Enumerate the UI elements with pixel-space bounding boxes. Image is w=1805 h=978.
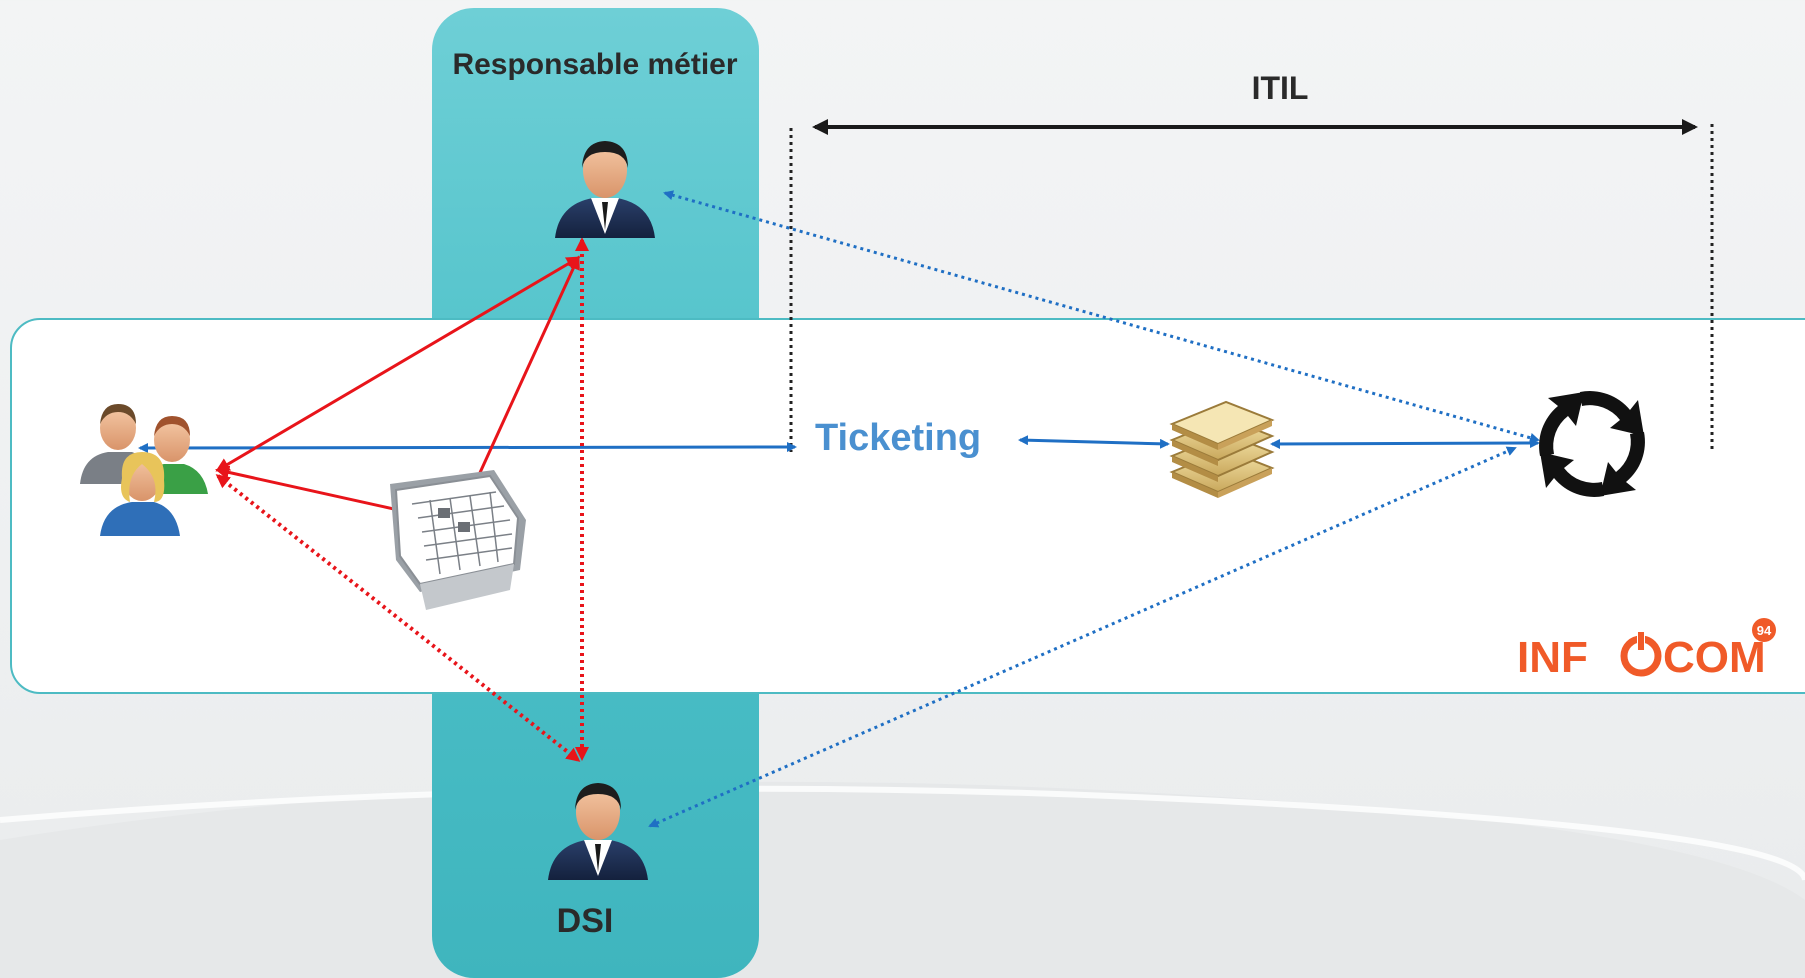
businessman-icon — [555, 141, 655, 238]
calendar-icon — [390, 470, 526, 610]
dsi-label: DSI — [556, 902, 614, 940]
user-group-icon — [80, 404, 208, 536]
logo-badge — [1752, 618, 1776, 642]
cycle-icon — [1539, 391, 1645, 497]
power-o-icon — [1620, 630, 1662, 677]
businessman-icon — [548, 783, 648, 880]
responsable-metier-label: Responsable métier — [452, 48, 738, 81]
infocom-logo: INF COM 94 — [1517, 618, 1776, 682]
blue-flows — [138, 190, 1540, 828]
itil-label: ITIL — [1251, 70, 1309, 106]
database-stack-icon — [1169, 400, 1275, 498]
logo-text-before: INF — [1517, 633, 1588, 682]
logo-badge-text: 94 — [1757, 623, 1772, 638]
logo-text-after: COM — [1663, 633, 1766, 682]
